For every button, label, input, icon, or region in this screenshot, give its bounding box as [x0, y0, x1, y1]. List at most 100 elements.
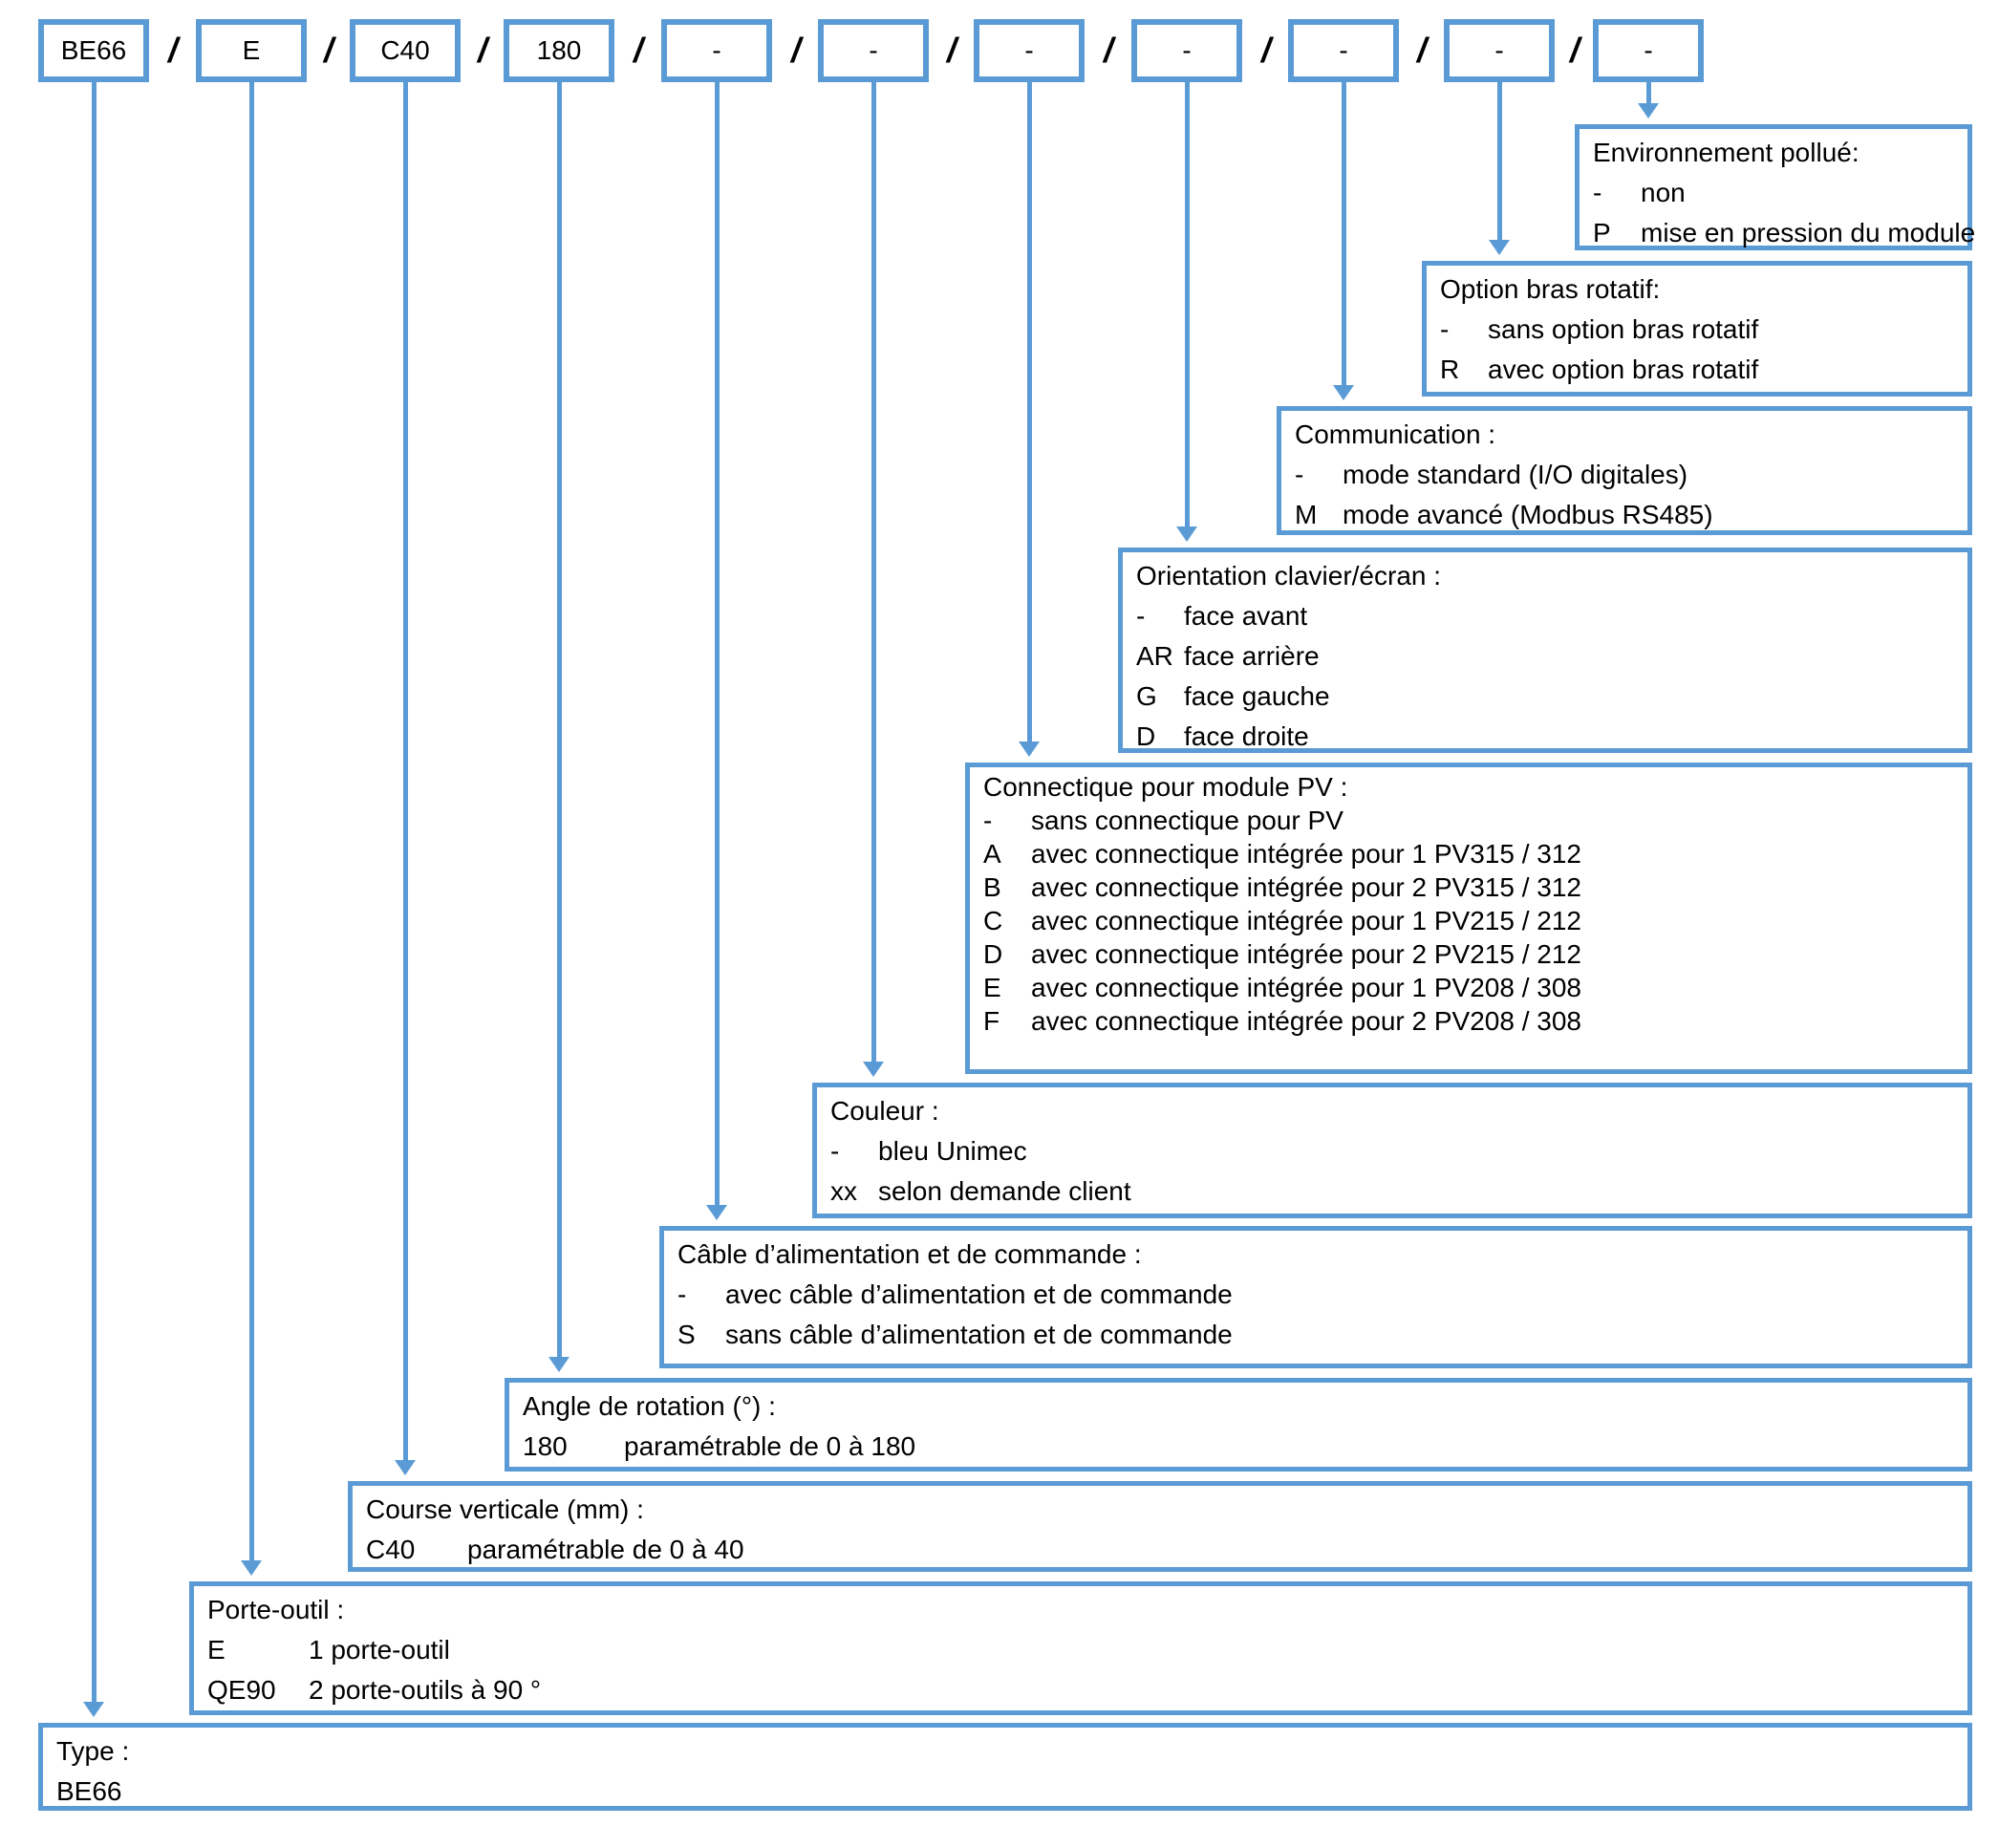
separator-slash: / [477, 31, 487, 70]
arrow-down-icon [83, 1702, 104, 1717]
code-box-label: C40 [380, 35, 430, 65]
legend-item: - sans option bras rotatif [1440, 310, 1958, 350]
item-desc: mode avancé (Modbus RS485) [1343, 500, 1713, 529]
item-desc: face avant [1184, 601, 1308, 631]
item-desc: sans option bras rotatif [1488, 314, 1759, 344]
code-box-label: BE66 [60, 35, 127, 65]
code-box-c40: C40 [350, 19, 461, 82]
item-code: - [1593, 178, 1602, 207]
item-code: QE90 [207, 1675, 276, 1705]
legend-item: QE90 2 porte-outils à 90 ° [207, 1670, 1958, 1710]
legend-item: - mode standard (I/O digitales) [1295, 455, 1958, 495]
item-code: - [1440, 314, 1450, 344]
legend-title: Option bras rotatif: [1440, 274, 1661, 304]
item-desc: non [1641, 178, 1686, 207]
connector-line [403, 82, 408, 1460]
connector-line [249, 82, 254, 1560]
legend-box-connectique: Connectique pour module PV : -sans conne… [965, 763, 1972, 1074]
item-desc: mise en pression du module [1641, 218, 1976, 247]
connector-line [92, 82, 97, 1702]
connector-line [1027, 82, 1032, 741]
code-box-dash-2: - [818, 19, 929, 82]
item-desc: face gauche [1184, 681, 1330, 711]
legend-title: Type : [56, 1736, 130, 1766]
legend-box-communication: Communication : - mode standard (I/O digi… [1277, 406, 1972, 535]
item-code: AR [1136, 641, 1173, 671]
item-code: C40 [366, 1535, 416, 1564]
code-box-label: - [712, 35, 721, 65]
item-code: - [983, 806, 993, 835]
separator-slash: / [633, 31, 643, 70]
item-code: F [983, 1006, 1000, 1036]
item-desc: 2 porte-outils à 90 ° [309, 1675, 542, 1705]
separator-slash: / [1260, 31, 1271, 70]
code-box-label: - [1644, 35, 1653, 65]
item-desc: 1 porte-outil [309, 1635, 450, 1665]
code-box-label: - [1024, 35, 1034, 65]
legend-item: - non [1593, 173, 1958, 213]
connector-line [871, 82, 876, 1062]
item-code: G [1136, 681, 1157, 711]
arrow-down-icon [1019, 741, 1040, 757]
item-desc: mode standard (I/O digitales) [1343, 460, 1688, 489]
separator-slash: / [323, 31, 333, 70]
item-code: E [983, 973, 1001, 1002]
item-code: C [983, 906, 1003, 935]
item-code: BE66 [56, 1776, 122, 1806]
item-code: D [983, 939, 1003, 969]
arrow-down-icon [1638, 103, 1659, 118]
code-box-dash-7: - [1593, 19, 1704, 82]
legend-box-cable: Câble d’alimentation et de commande : -a… [659, 1226, 1972, 1368]
item-desc: selon demande client [878, 1176, 1131, 1206]
item-code: - [830, 1136, 840, 1166]
connector-line [1646, 82, 1651, 103]
legend-title: Angle de rotation (°) : [523, 1391, 776, 1421]
arrow-down-icon [1489, 240, 1510, 255]
item-code: - [677, 1279, 687, 1309]
code-box-label: - [1494, 35, 1504, 65]
legend-item: -sans connectique pour PV [983, 804, 1958, 837]
separator-slash: / [1103, 31, 1113, 70]
item-code: - [1295, 460, 1304, 489]
legend-item: E 1 porte-outil [207, 1630, 1958, 1670]
legend-box-type: Type : BE66 [38, 1723, 1972, 1811]
item-desc: avec connectique intégrée pour 1 PV315 /… [1031, 839, 1581, 869]
arrow-down-icon [395, 1460, 416, 1475]
arrow-down-icon [241, 1560, 262, 1576]
code-box-label: E [242, 35, 261, 65]
separator-slash: / [790, 31, 801, 70]
legend-title: Câble d’alimentation et de commande : [677, 1239, 1142, 1269]
code-box-dash-3: - [974, 19, 1085, 82]
legend-title: Environnement pollué: [1593, 138, 1859, 167]
connector-line [1497, 82, 1502, 240]
legend-title: Connectique pour module PV : [983, 772, 1348, 802]
item-desc: avec option bras rotatif [1488, 355, 1759, 384]
connector-line [715, 82, 720, 1205]
legend-title: Course verticale (mm) : [366, 1494, 644, 1524]
item-desc: paramétrable de 0 à 180 [624, 1431, 916, 1461]
legend-title: Communication : [1295, 419, 1496, 449]
arrow-down-icon [548, 1357, 570, 1372]
item-code: E [207, 1635, 226, 1665]
item-desc: avec connectique intégrée pour 1 PV208 /… [1031, 973, 1581, 1002]
code-box-label: 180 [536, 35, 582, 65]
legend-item: -avec câble d’alimentation et de command… [677, 1275, 1958, 1315]
code-box-e: E [196, 19, 307, 82]
legend-box-orientation: Orientation clavier/écran : -face avant … [1118, 548, 1972, 753]
code-box-dash-6: - [1444, 19, 1555, 82]
code-box-label: - [869, 35, 878, 65]
item-code: R [1440, 355, 1460, 384]
